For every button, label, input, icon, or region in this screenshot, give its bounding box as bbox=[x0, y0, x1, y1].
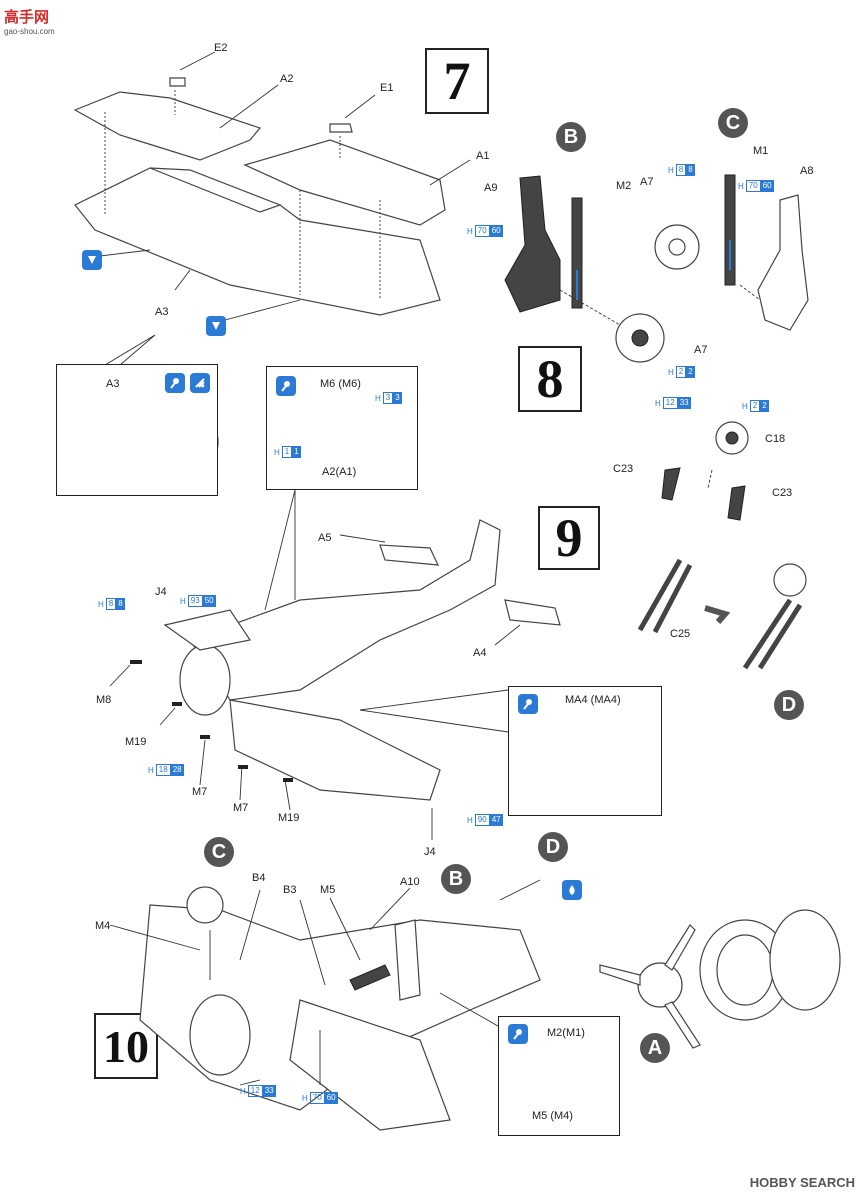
cowling-step9 bbox=[179, 644, 231, 716]
callout-c-step10: C bbox=[204, 837, 234, 867]
callout-d-step10: D bbox=[538, 832, 568, 862]
wheel-step10 bbox=[186, 886, 224, 924]
label-inset-a3: A3 bbox=[106, 378, 120, 390]
label-j4-top: J4 bbox=[155, 586, 167, 598]
label-c25: C25 bbox=[670, 628, 691, 640]
step-9-box: 9 bbox=[538, 506, 600, 570]
paint-brush-icon bbox=[190, 373, 210, 393]
footer-brand: HOBBY SEARCH bbox=[749, 1175, 855, 1190]
label-a3: A3 bbox=[155, 306, 169, 318]
step-8-box: 8 bbox=[518, 346, 582, 412]
callout-c: C bbox=[718, 108, 748, 138]
label-m1: M1 bbox=[753, 145, 769, 157]
label-a4: A4 bbox=[473, 647, 487, 659]
label-a5: A5 bbox=[318, 532, 332, 544]
strut-m2 bbox=[571, 197, 583, 309]
label-m19-left: M19 bbox=[125, 736, 147, 748]
glue-icon bbox=[165, 373, 185, 393]
label-m7-right: M7 bbox=[233, 802, 249, 814]
cement-icon bbox=[206, 316, 226, 336]
label-m2m1: M2(M1) bbox=[547, 1027, 585, 1039]
glue-icon bbox=[276, 376, 296, 396]
label-a1: A1 bbox=[476, 150, 490, 162]
label-a7-bottom: A7 bbox=[694, 344, 708, 356]
label-ma4: MA4 (MA4) bbox=[565, 694, 621, 706]
label-j4-bottom: J4 bbox=[424, 846, 436, 858]
glue-drop-icon bbox=[562, 880, 582, 900]
label-a7-top: A7 bbox=[640, 176, 654, 188]
glue-icon bbox=[508, 1024, 528, 1044]
fuselage-step9 bbox=[189, 519, 501, 701]
m5-part bbox=[349, 964, 391, 991]
label-a2: A2 bbox=[280, 73, 294, 85]
label-c23-left: C23 bbox=[613, 463, 634, 475]
a5-part bbox=[379, 544, 439, 566]
label-m19-right: M19 bbox=[278, 812, 300, 824]
strut-m1 bbox=[724, 174, 736, 286]
label-a9: A9 bbox=[484, 182, 498, 194]
cement-icon bbox=[82, 250, 102, 270]
callout-a: A bbox=[640, 1033, 670, 1063]
label-m6: M6 (M6) bbox=[320, 378, 361, 390]
label-e2: E2 bbox=[214, 42, 228, 54]
gear-leg-b bbox=[394, 919, 421, 1001]
wing-center bbox=[149, 167, 282, 213]
wing-left-step9 bbox=[163, 609, 251, 651]
c23-right bbox=[727, 485, 746, 521]
label-m4: M4 bbox=[95, 920, 111, 932]
label-m5m4: M5 (M4) bbox=[532, 1110, 573, 1122]
label-a10: A10 bbox=[400, 876, 420, 888]
label-m7-left: M7 bbox=[192, 786, 208, 798]
label-e1: E1 bbox=[380, 82, 394, 94]
label-m5: M5 bbox=[320, 884, 336, 896]
e2-part bbox=[169, 77, 186, 87]
gear-door-a9 bbox=[504, 175, 561, 313]
callout-b-step10: B bbox=[441, 864, 471, 894]
a4-part bbox=[504, 599, 561, 626]
callout-b: B bbox=[556, 122, 586, 152]
callout-d: D bbox=[774, 690, 804, 720]
wing-step10 bbox=[289, 999, 451, 1131]
upper-wing-left bbox=[73, 91, 262, 161]
step-7-box: 7 bbox=[425, 48, 489, 114]
label-b3: B3 bbox=[283, 884, 297, 896]
spinner-a bbox=[637, 962, 683, 1008]
label-c23-right: C23 bbox=[772, 487, 793, 499]
label-m2: M2 bbox=[616, 180, 632, 192]
cowling-step10 bbox=[189, 994, 251, 1076]
e1-part bbox=[329, 123, 353, 133]
label-c18: C18 bbox=[765, 433, 786, 445]
label-a8: A8 bbox=[800, 165, 814, 177]
wing-right-step9 bbox=[229, 699, 441, 801]
lower-wing bbox=[74, 167, 441, 316]
c23-left bbox=[661, 467, 681, 501]
label-a2a1: A2(A1) bbox=[322, 466, 357, 478]
gear-door-a8 bbox=[757, 194, 809, 331]
glue-icon bbox=[518, 694, 538, 714]
label-m8: M8 bbox=[96, 694, 112, 706]
label-b4: B4 bbox=[252, 872, 266, 884]
